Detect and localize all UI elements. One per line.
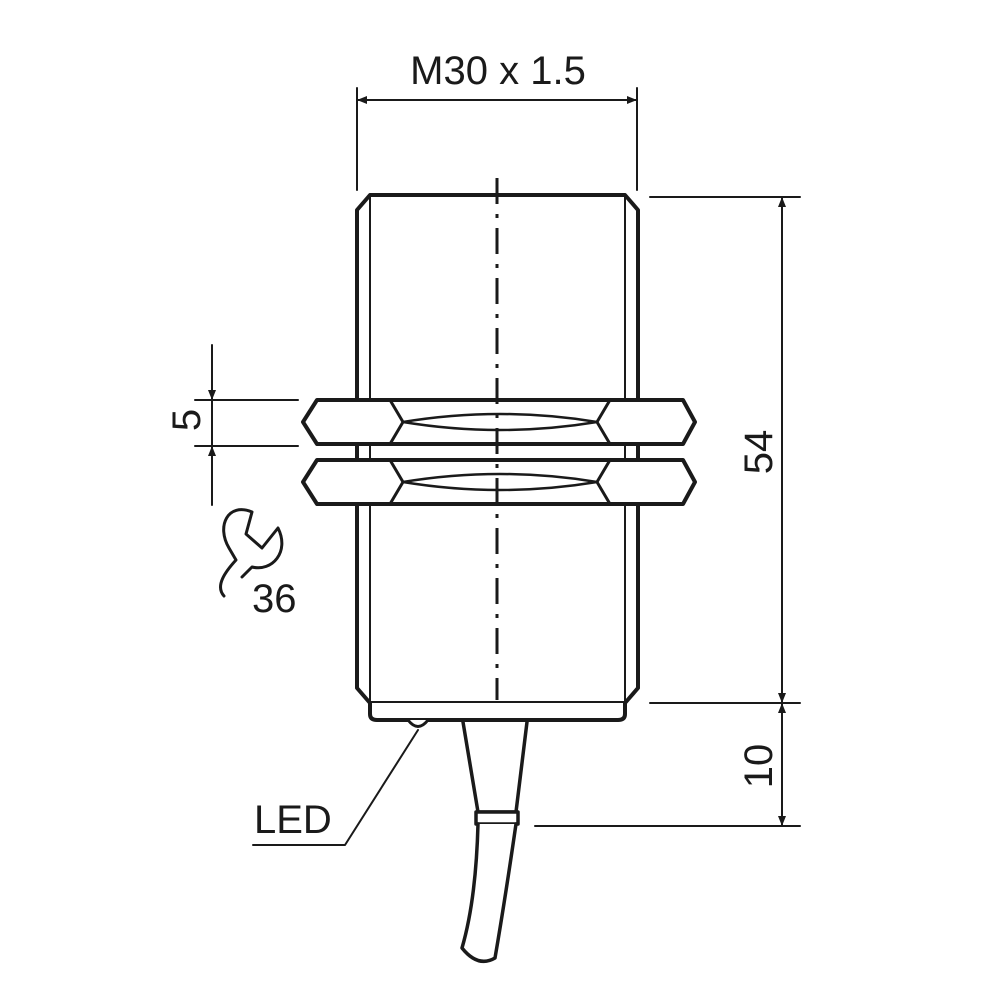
nut-upper — [301, 398, 697, 446]
wrench-size-label: 36 — [252, 577, 297, 621]
nut-thickness-label: 5 — [165, 409, 209, 431]
thread-dimension — [356, 87, 638, 191]
cable — [460, 720, 529, 964]
length-dimension — [649, 196, 801, 704]
thread-size-label: M30 x 1.5 — [410, 49, 586, 93]
cable-exit-label: 10 — [737, 744, 781, 789]
led-label: LED — [254, 798, 332, 842]
nut-lower — [301, 458, 697, 506]
wrench-icon — [219, 508, 284, 598]
nut-thickness-dimension — [194, 344, 299, 506]
led-leader-line — [252, 729, 419, 846]
led-indicator — [406, 718, 430, 728]
length-label: 54 — [737, 430, 781, 475]
sensor-end-cap — [368, 701, 627, 722]
cable-exit-dimension — [534, 702, 801, 827]
